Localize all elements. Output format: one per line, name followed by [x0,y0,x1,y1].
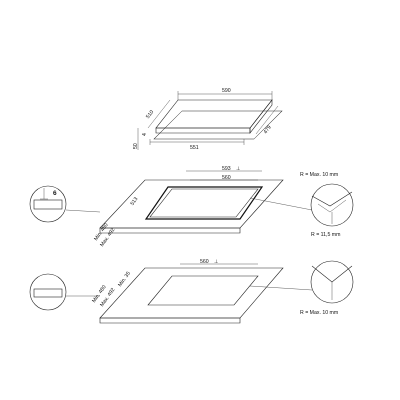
flush-radius-label: R = Max. 10 mm [300,310,338,316]
corner-outline-2 [311,265,353,283]
detail-circle-right-2 [310,260,354,304]
flush-inner-label: 560 [200,259,209,265]
corner-outline-1 [311,191,353,207]
detail-leader-right-1 [249,197,313,211]
detail-leader-right-2 [249,285,313,291]
detail-circle-left-2 [29,273,67,311]
countertop-edge-2 [99,317,241,324]
detail-slab-left-1 [33,199,63,210]
hob-depth-label: 510 [145,109,155,120]
cutout-depth-label: 513 [130,196,140,207]
cutout-opening-1 [149,188,259,218]
cutout-front-drawing: 593 ⊥ 560 513 Min. 480 Max. 492 6 R = Ma… [29,166,354,248]
hob-bottom-width-label: 551 [190,145,199,151]
clip-icon-2: ⊥ [214,259,219,265]
detail-leader-left-1 [65,209,101,213]
hob-top-surface [153,110,283,140]
gap-label: 6 [53,190,57,197]
radius-top-label: R = Max. 10 mm [300,172,338,178]
hob-outline [155,99,273,129]
hob-side-label: 479 [263,125,273,136]
cutout-opening-2 [147,275,259,306]
depth-dim-line [147,99,171,129]
hob-height-label: 50 [133,143,139,149]
corner-radius-1 [317,199,347,213]
detail-circle-right-1 [310,183,354,227]
cutout-flush-drawing: 560 ⊥ Min. 480 Max. 492 Min. 35 R = Max.… [29,259,354,324]
hob-width-label: 590 [222,88,231,94]
detail-circle-left-1 [29,185,67,223]
cutout-inner-label: 560 [222,175,231,181]
hob-side-face [249,99,273,134]
countertop-edge-1 [99,227,241,234]
radius-bottom-label: R = 11,5 mm [311,232,340,238]
hob-drawing: 590 510 50 4 479 551 [133,88,283,151]
flush-min35-label: Min. 35 [117,271,132,288]
hob-edge-label: 4 [142,133,148,136]
detail-slab-left-2 [33,288,63,298]
cutout-outer-label: 593 [222,166,231,172]
clip-icon-1: ⊥ [236,166,241,172]
side-dim-line [255,105,279,135]
hob-bottom-face [155,127,251,134]
cutout-frame-1 [144,186,264,220]
